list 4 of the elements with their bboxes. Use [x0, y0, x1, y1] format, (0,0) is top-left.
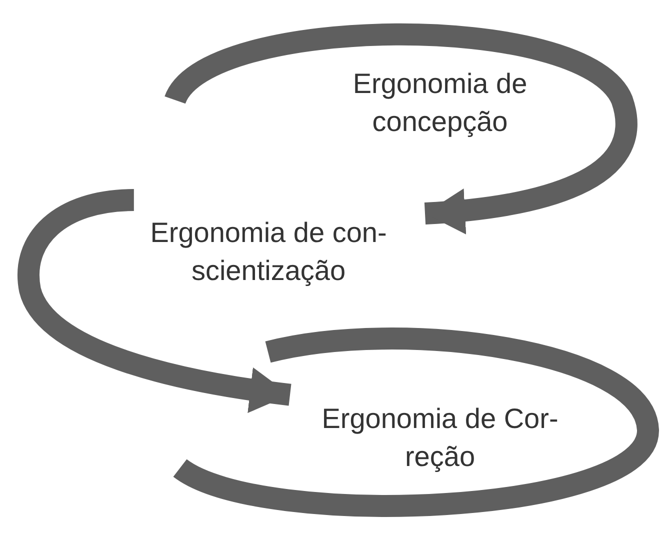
- stage-label: Ergonomia de con-scientização: [112, 200, 425, 304]
- stage-label: Ergonomia de concepção: [330, 58, 550, 148]
- stage-label: Ergonomia de Cor-reção: [290, 390, 590, 486]
- curved-arrow: [166, 24, 638, 234]
